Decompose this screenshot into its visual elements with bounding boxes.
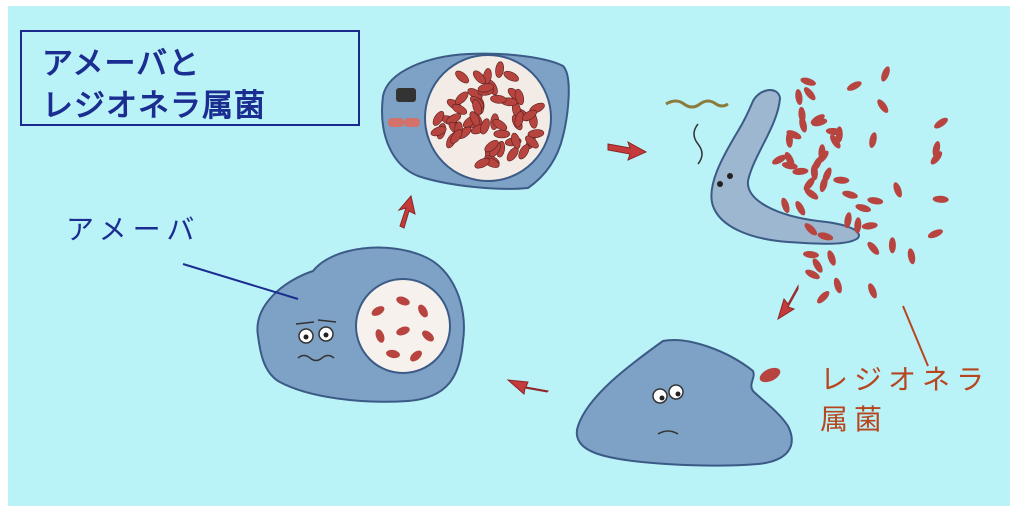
label-legionella-line-1: レジオネラ: [820, 358, 990, 398]
title-line-1: アメーバと: [42, 38, 200, 83]
label-legionella-line-2: 属菌: [820, 398, 888, 438]
title-line-2: レジオネラ属菌: [42, 80, 266, 125]
amoeba-full-of-bacteria-icon: [382, 54, 569, 189]
title-box: アメーバと レジオネラ属菌: [20, 30, 360, 126]
label-amoeba: アメーバ: [66, 208, 200, 248]
